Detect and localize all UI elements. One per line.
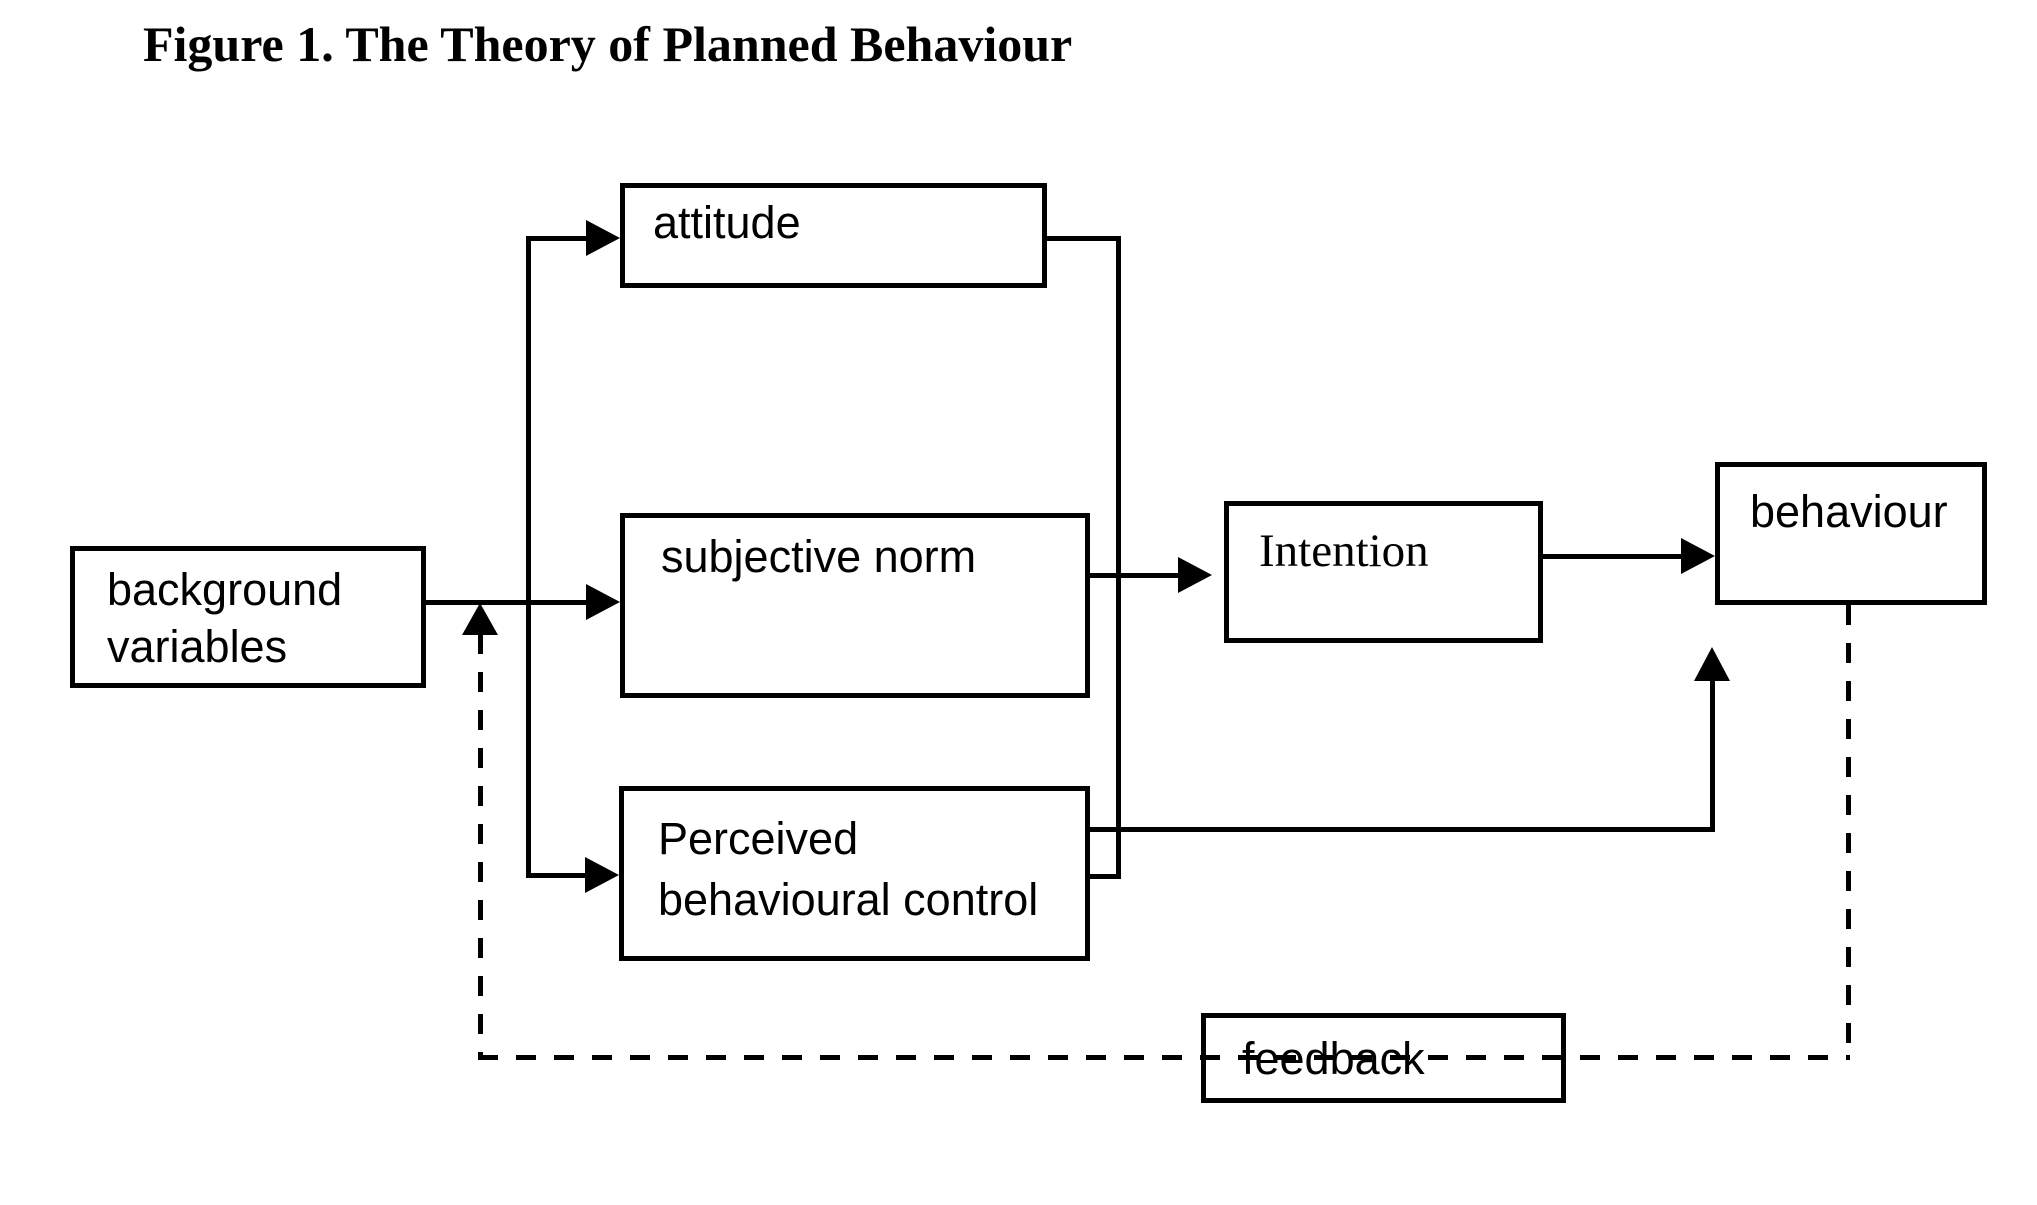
edge-to-pbc-line <box>526 873 585 878</box>
edge-feedback-left-vertical-dashed-line <box>478 634 483 1057</box>
figure-title: Figure 1. The Theory of Planned Behaviou… <box>143 16 1073 72</box>
edge-attitude-pbc-vertical-line <box>1116 236 1121 879</box>
edge-left-branch-vertical-line <box>526 236 531 878</box>
edge-to-subjective-norm-line <box>426 600 586 605</box>
edge-subjective-norm-to-intention-line <box>1085 573 1178 578</box>
edge-to-subjective-norm-arrowhead <box>586 584 620 620</box>
edge-pbc-to-behaviour-vertical-line <box>1710 679 1715 832</box>
edge-pbc-to-behaviour-arrowhead <box>1694 647 1730 681</box>
node-perceived-behavioural-control: Perceived behavioural control <box>619 786 1090 961</box>
node-intention: Intention <box>1224 501 1543 643</box>
node-attitude: attitude <box>620 183 1047 288</box>
edge-feedback-horizontal-dashed-line <box>478 1055 1850 1060</box>
edge-attitude-right-stub-line <box>1045 236 1121 241</box>
edge-subjective-norm-to-intention-arrowhead <box>1178 557 1212 593</box>
node-subjective-norm: subjective norm <box>620 513 1090 698</box>
edge-pbc-to-behaviour-line <box>1085 827 1715 832</box>
edge-intention-to-behaviour-arrowhead <box>1681 538 1715 574</box>
edge-intention-to-behaviour-line <box>1543 554 1681 559</box>
edge-to-attitude-arrowhead <box>586 220 620 256</box>
edge-to-pbc-arrowhead <box>585 857 619 893</box>
node-behaviour: behaviour <box>1715 462 1987 605</box>
edge-to-attitude-line <box>526 236 586 241</box>
edge-feedback-right-vertical-dashed-line <box>1846 605 1851 1057</box>
node-background-variables: background variables <box>70 546 426 688</box>
edge-pbc-right-stub-line <box>1085 874 1121 879</box>
edge-feedback-arrowhead <box>462 603 498 635</box>
